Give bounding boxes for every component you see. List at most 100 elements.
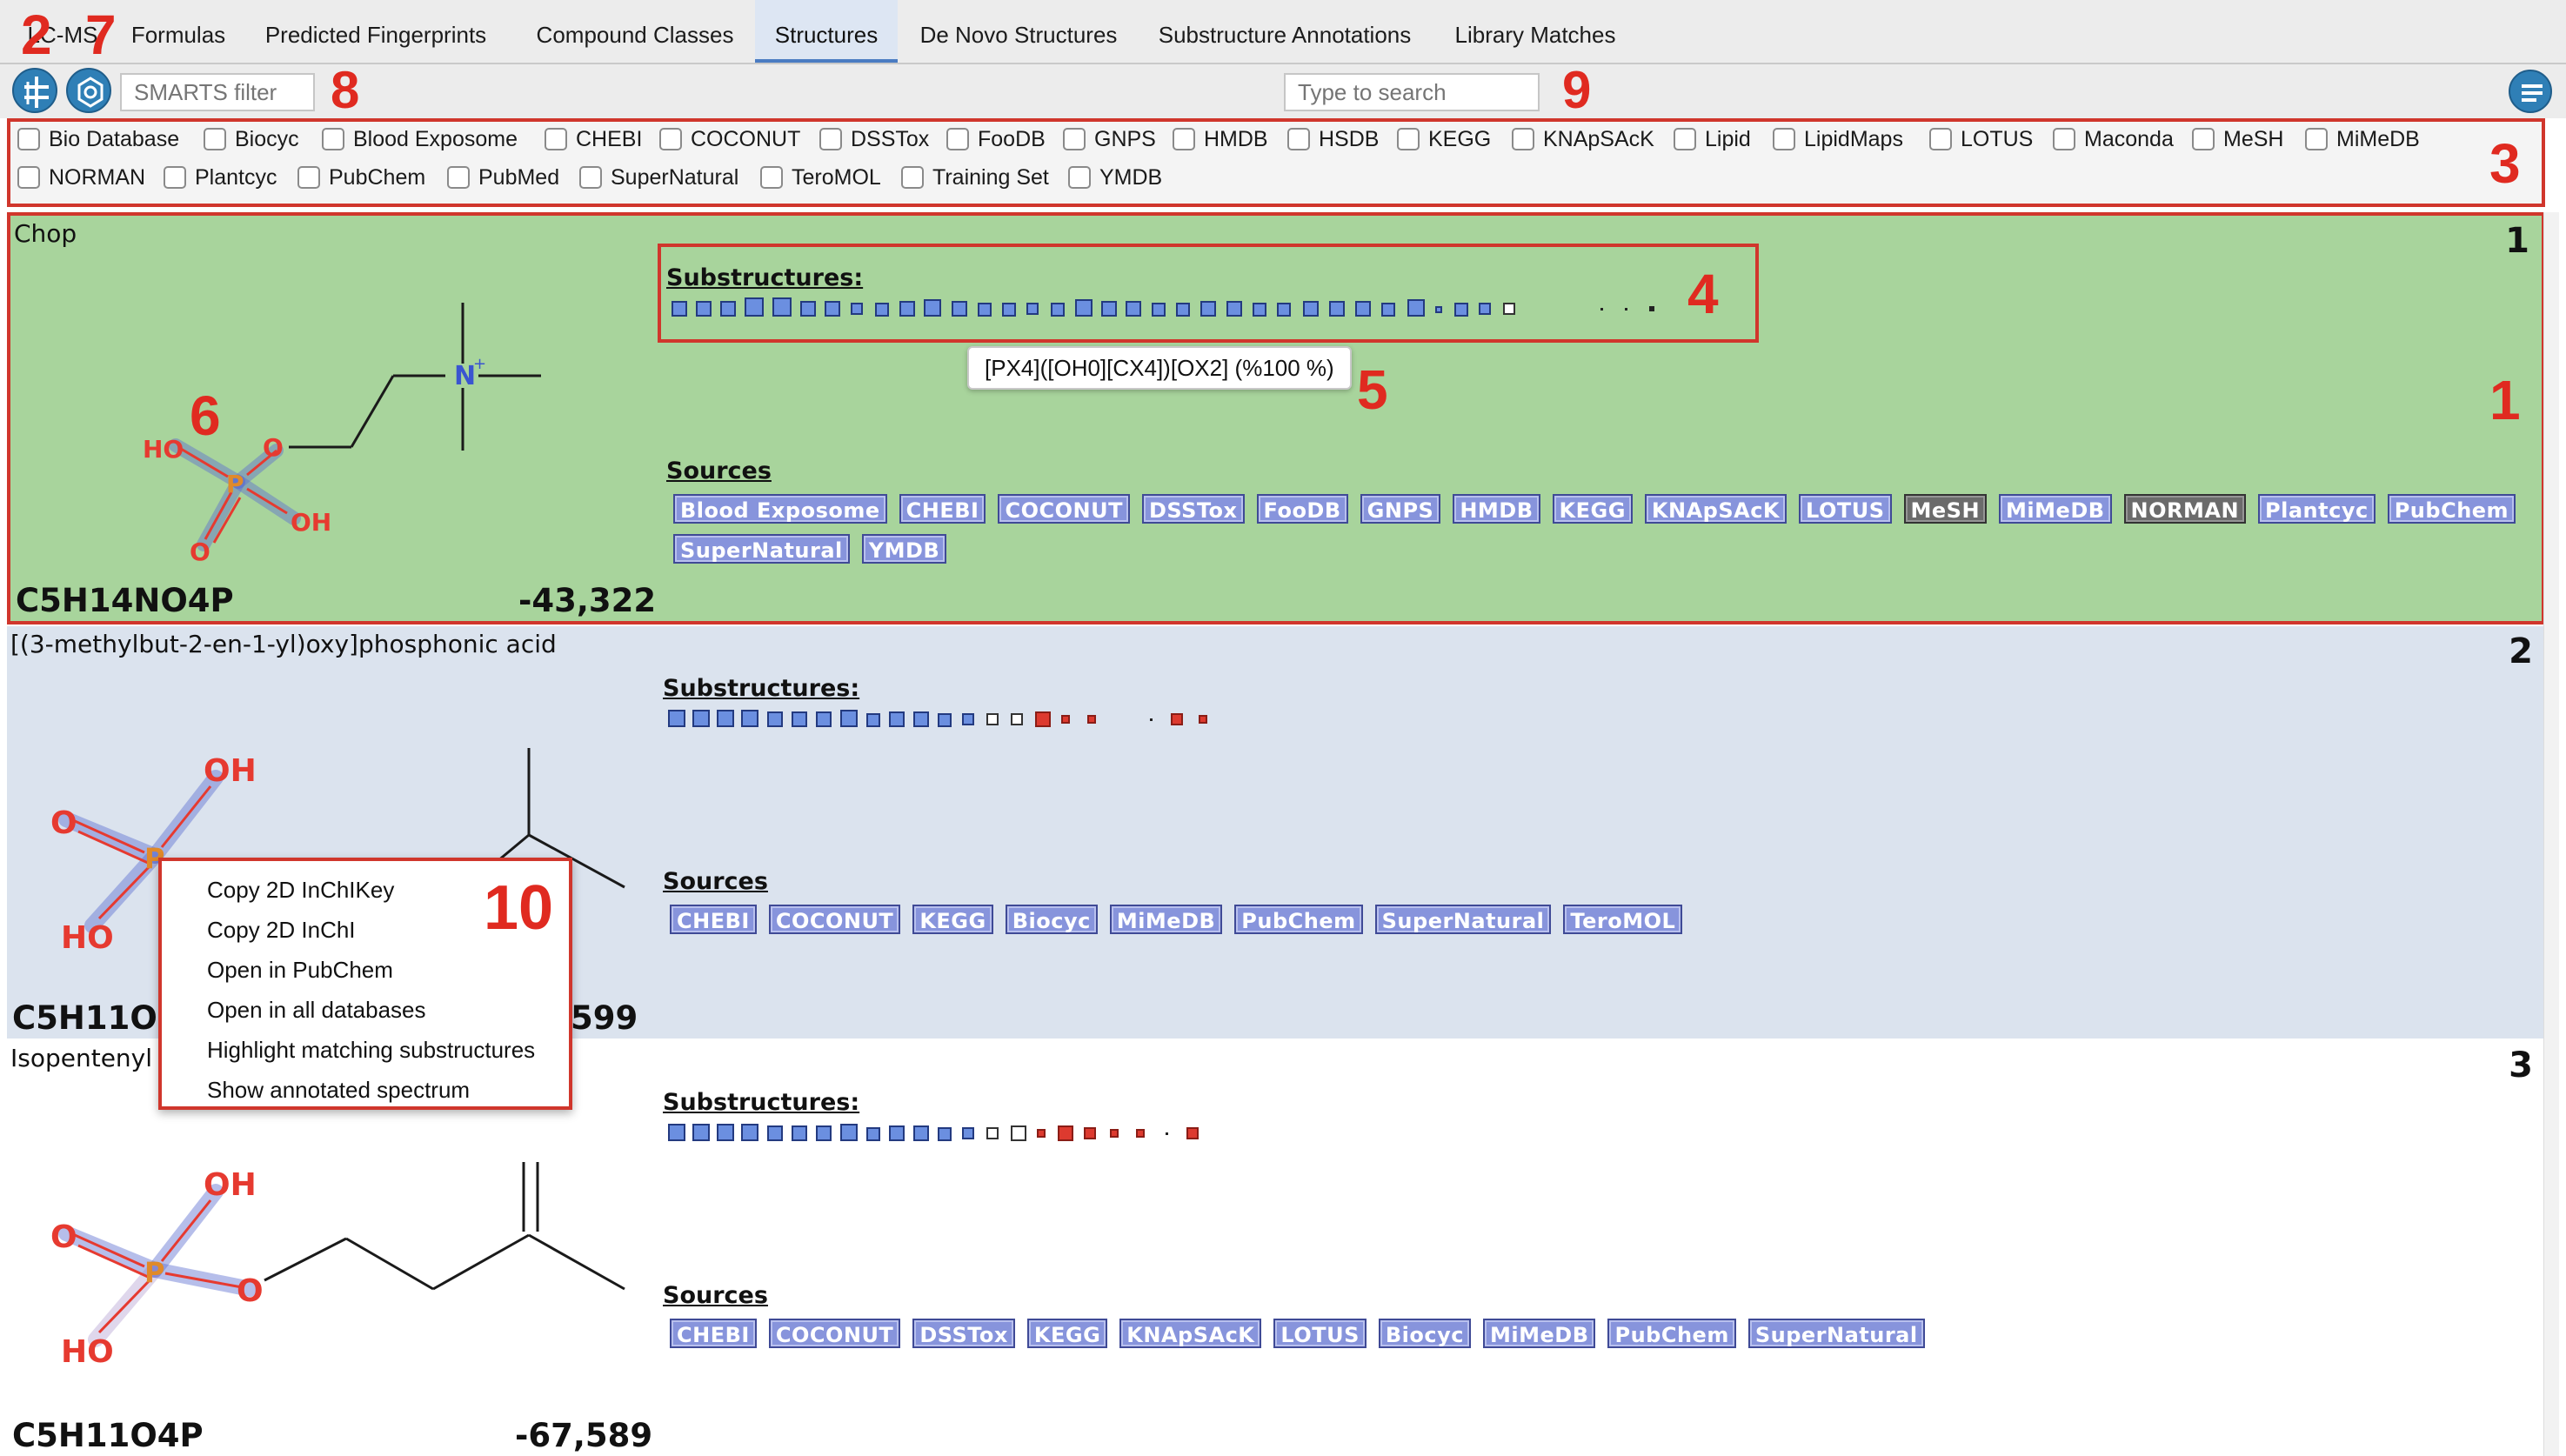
- checkbox[interactable]: [901, 166, 924, 189]
- source-badge[interactable]: MiMeDB: [1109, 905, 1223, 934]
- substructure-square[interactable]: [1186, 1127, 1199, 1139]
- tab-predicted-fingerprints[interactable]: Predicted Fingerprints: [264, 22, 487, 48]
- substructure-square[interactable]: [816, 1125, 832, 1141]
- substructure-square[interactable]: [1503, 303, 1515, 315]
- substructure-square[interactable]: [986, 1127, 999, 1139]
- db-checkbox[interactable]: LipidMaps: [1773, 125, 1903, 153]
- molecule-button[interactable]: [66, 68, 111, 113]
- substructure-square[interactable]: [745, 297, 764, 317]
- search-input[interactable]: [1284, 73, 1540, 111]
- substructure-square[interactable]: [1600, 308, 1603, 311]
- db-checkbox[interactable]: MeSH: [2192, 125, 2283, 153]
- substructure-square[interactable]: [1355, 301, 1371, 317]
- source-badge[interactable]: COCONUT: [768, 905, 901, 934]
- substructure-square[interactable]: [1150, 718, 1153, 721]
- substructure-square[interactable]: [1381, 303, 1395, 317]
- substructure-bar[interactable]: [668, 1122, 1242, 1143]
- substructure-square[interactable]: [1303, 301, 1319, 317]
- source-badge[interactable]: Biocyc: [1378, 1319, 1471, 1348]
- checkbox[interactable]: [659, 128, 682, 150]
- substructure-square[interactable]: [1084, 1127, 1096, 1139]
- substructure-square[interactable]: [1061, 715, 1070, 724]
- menu-item-copy-inchi[interactable]: Copy 2D InChI: [207, 917, 356, 943]
- substructure-square[interactable]: [1002, 303, 1016, 317]
- substructure-square[interactable]: [1171, 713, 1183, 725]
- db-checkbox[interactable]: DSSTox: [819, 125, 929, 153]
- checkbox[interactable]: [1512, 128, 1534, 150]
- substructure-square[interactable]: [938, 713, 952, 727]
- substructure-square[interactable]: [1058, 1125, 1073, 1141]
- checkbox[interactable]: [322, 128, 344, 150]
- source-badge[interactable]: PubChem: [1607, 1319, 1736, 1348]
- substructure-square[interactable]: [1625, 308, 1627, 311]
- source-badge[interactable]: MiMeDB: [1483, 1319, 1596, 1348]
- substructure-square[interactable]: [978, 303, 992, 317]
- substructure-square[interactable]: [767, 1125, 783, 1141]
- db-checkbox[interactable]: Blood Exposome: [322, 125, 518, 153]
- tab-compound-classes[interactable]: Compound Classes: [536, 22, 734, 48]
- substructure-square[interactable]: [962, 713, 974, 725]
- substructure-square[interactable]: [889, 1125, 905, 1141]
- source-badge[interactable]: CHEBI: [899, 494, 986, 524]
- source-badge[interactable]: GNPS: [1360, 494, 1441, 524]
- source-badge[interactable]: KNApSAcK: [1644, 494, 1788, 524]
- substructure-square[interactable]: [1199, 715, 1207, 724]
- substructure-square[interactable]: [1329, 301, 1345, 317]
- checkbox[interactable]: [17, 128, 40, 150]
- substructure-square[interactable]: [772, 297, 792, 317]
- substructure-square[interactable]: [1087, 715, 1096, 724]
- tab-formulas[interactable]: Formulas: [130, 22, 226, 48]
- substructure-square[interactable]: [962, 1127, 974, 1139]
- substructure-square[interactable]: [767, 711, 783, 727]
- db-checkbox[interactable]: Training Set: [901, 164, 1049, 191]
- substructure-square[interactable]: [672, 301, 687, 317]
- checkbox[interactable]: [1929, 128, 1952, 150]
- substructure-square[interactable]: [1166, 1132, 1168, 1135]
- source-badge[interactable]: KEGG: [912, 905, 993, 934]
- checkbox[interactable]: [164, 166, 186, 189]
- substructure-square[interactable]: [840, 1124, 858, 1141]
- source-badge[interactable]: YMDB: [861, 534, 947, 564]
- checkbox[interactable]: [447, 166, 470, 189]
- source-badge[interactable]: CHEBI: [670, 905, 757, 934]
- tab-structures[interactable]: Structures: [755, 0, 898, 63]
- substructure-square[interactable]: [952, 301, 967, 317]
- checkbox[interactable]: [2053, 128, 2075, 150]
- substructure-square[interactable]: [866, 713, 880, 727]
- substructure-square[interactable]: [692, 1124, 710, 1141]
- source-badge[interactable]: SuperNatural: [1374, 905, 1552, 934]
- db-checkbox[interactable]: PubChem: [297, 164, 425, 191]
- db-checkbox[interactable]: GNPS: [1063, 125, 1156, 153]
- substructure-square[interactable]: [792, 1125, 807, 1141]
- source-badge[interactable]: PubChem: [2387, 494, 2516, 524]
- substructure-bar[interactable]: [668, 708, 1225, 729]
- source-badge[interactable]: SuperNatural: [673, 534, 850, 564]
- tab-de-novo-structures[interactable]: De Novo Structures: [919, 22, 1118, 48]
- checkbox[interactable]: [946, 128, 969, 150]
- substructure-square[interactable]: [741, 710, 758, 727]
- source-badge[interactable]: Biocyc: [1005, 905, 1098, 934]
- list-menu-button[interactable]: [2509, 70, 2552, 113]
- substructure-square[interactable]: [1407, 299, 1425, 317]
- source-badge[interactable]: MiMeDB: [1999, 494, 2112, 524]
- checkbox[interactable]: [204, 128, 226, 150]
- menu-item-copy-inchikey[interactable]: Copy 2D InChIKey: [207, 877, 395, 903]
- substructure-square[interactable]: [1011, 1125, 1026, 1141]
- source-badge[interactable]: SuperNatural: [1747, 1319, 1925, 1348]
- substructure-square[interactable]: [1226, 301, 1242, 317]
- source-badge[interactable]: Plantcyc: [2258, 494, 2376, 524]
- substructure-square[interactable]: [692, 710, 710, 727]
- db-checkbox[interactable]: PubMed: [447, 164, 559, 191]
- substructure-square[interactable]: [800, 301, 816, 317]
- db-checkbox[interactable]: NORMAN: [17, 164, 145, 191]
- checkbox[interactable]: [1173, 128, 1195, 150]
- substructure-square[interactable]: [668, 1124, 685, 1141]
- source-badge[interactable]: KEGG: [1026, 1319, 1108, 1348]
- source-badge[interactable]: DSSTox: [1141, 494, 1245, 524]
- substructure-square[interactable]: [875, 303, 889, 317]
- checkbox[interactable]: [17, 166, 40, 189]
- menu-item-open-pubchem[interactable]: Open in PubChem: [207, 957, 393, 983]
- filter-adjust-button[interactable]: [12, 68, 57, 113]
- vertical-scrollbar[interactable]: [2543, 212, 2559, 1456]
- checkbox[interactable]: [1773, 128, 1795, 150]
